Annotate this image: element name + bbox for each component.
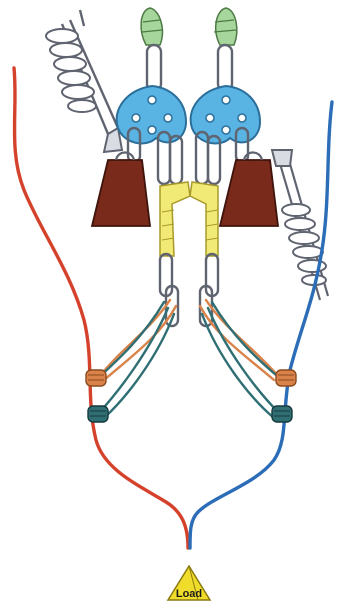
left-coiled-device — [46, 10, 122, 152]
left-orange-knot — [86, 370, 106, 386]
left-yellow-sling — [160, 182, 190, 256]
left-brake-block — [92, 153, 150, 227]
right-coiled-device — [272, 150, 328, 300]
right-brake-block — [220, 153, 278, 227]
right-teal-cords — [202, 302, 282, 418]
left-teal-cords — [96, 302, 174, 418]
right-top-carabiner — [218, 45, 232, 91]
right-orange-knot — [276, 370, 296, 386]
left-anchor-tape — [141, 8, 162, 45]
right-yellow-sling — [190, 182, 218, 256]
left-orange-cords — [100, 300, 176, 380]
load-label: Load — [176, 588, 202, 600]
left-top-carabiner — [147, 45, 161, 91]
left-lower-carabiners — [160, 254, 178, 326]
load-weight: Load — [168, 566, 210, 600]
right-pulley — [191, 86, 260, 143]
right-anchor-tape — [214, 8, 237, 45]
left-teal-knot — [88, 406, 108, 422]
right-teal-knot — [272, 406, 292, 422]
